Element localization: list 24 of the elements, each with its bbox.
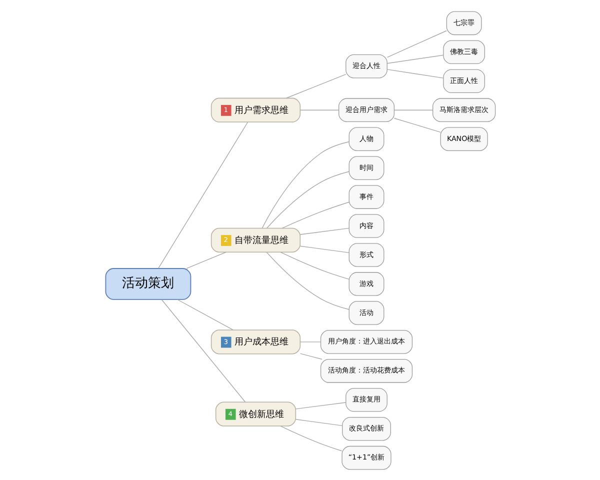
connector [393, 117, 440, 132]
connector [386, 54, 444, 64]
connector [186, 251, 226, 268]
connector [295, 418, 342, 426]
connector [160, 298, 246, 402]
connector [281, 201, 349, 228]
connector [261, 140, 349, 228]
connector [299, 341, 321, 342]
node-box: 活动策划 [104, 268, 191, 300]
connector [280, 251, 349, 280]
connector [393, 109, 433, 110]
connector [299, 352, 322, 360]
connector [158, 121, 248, 268]
connector [266, 251, 349, 310]
connector [280, 425, 342, 451]
connector [285, 73, 346, 98]
connector [386, 68, 444, 78]
connector [299, 109, 338, 110]
connector [386, 30, 446, 58]
connector [299, 245, 349, 253]
connector [295, 402, 346, 409]
connector [176, 298, 233, 330]
connector [266, 170, 349, 228]
connector [299, 227, 349, 234]
